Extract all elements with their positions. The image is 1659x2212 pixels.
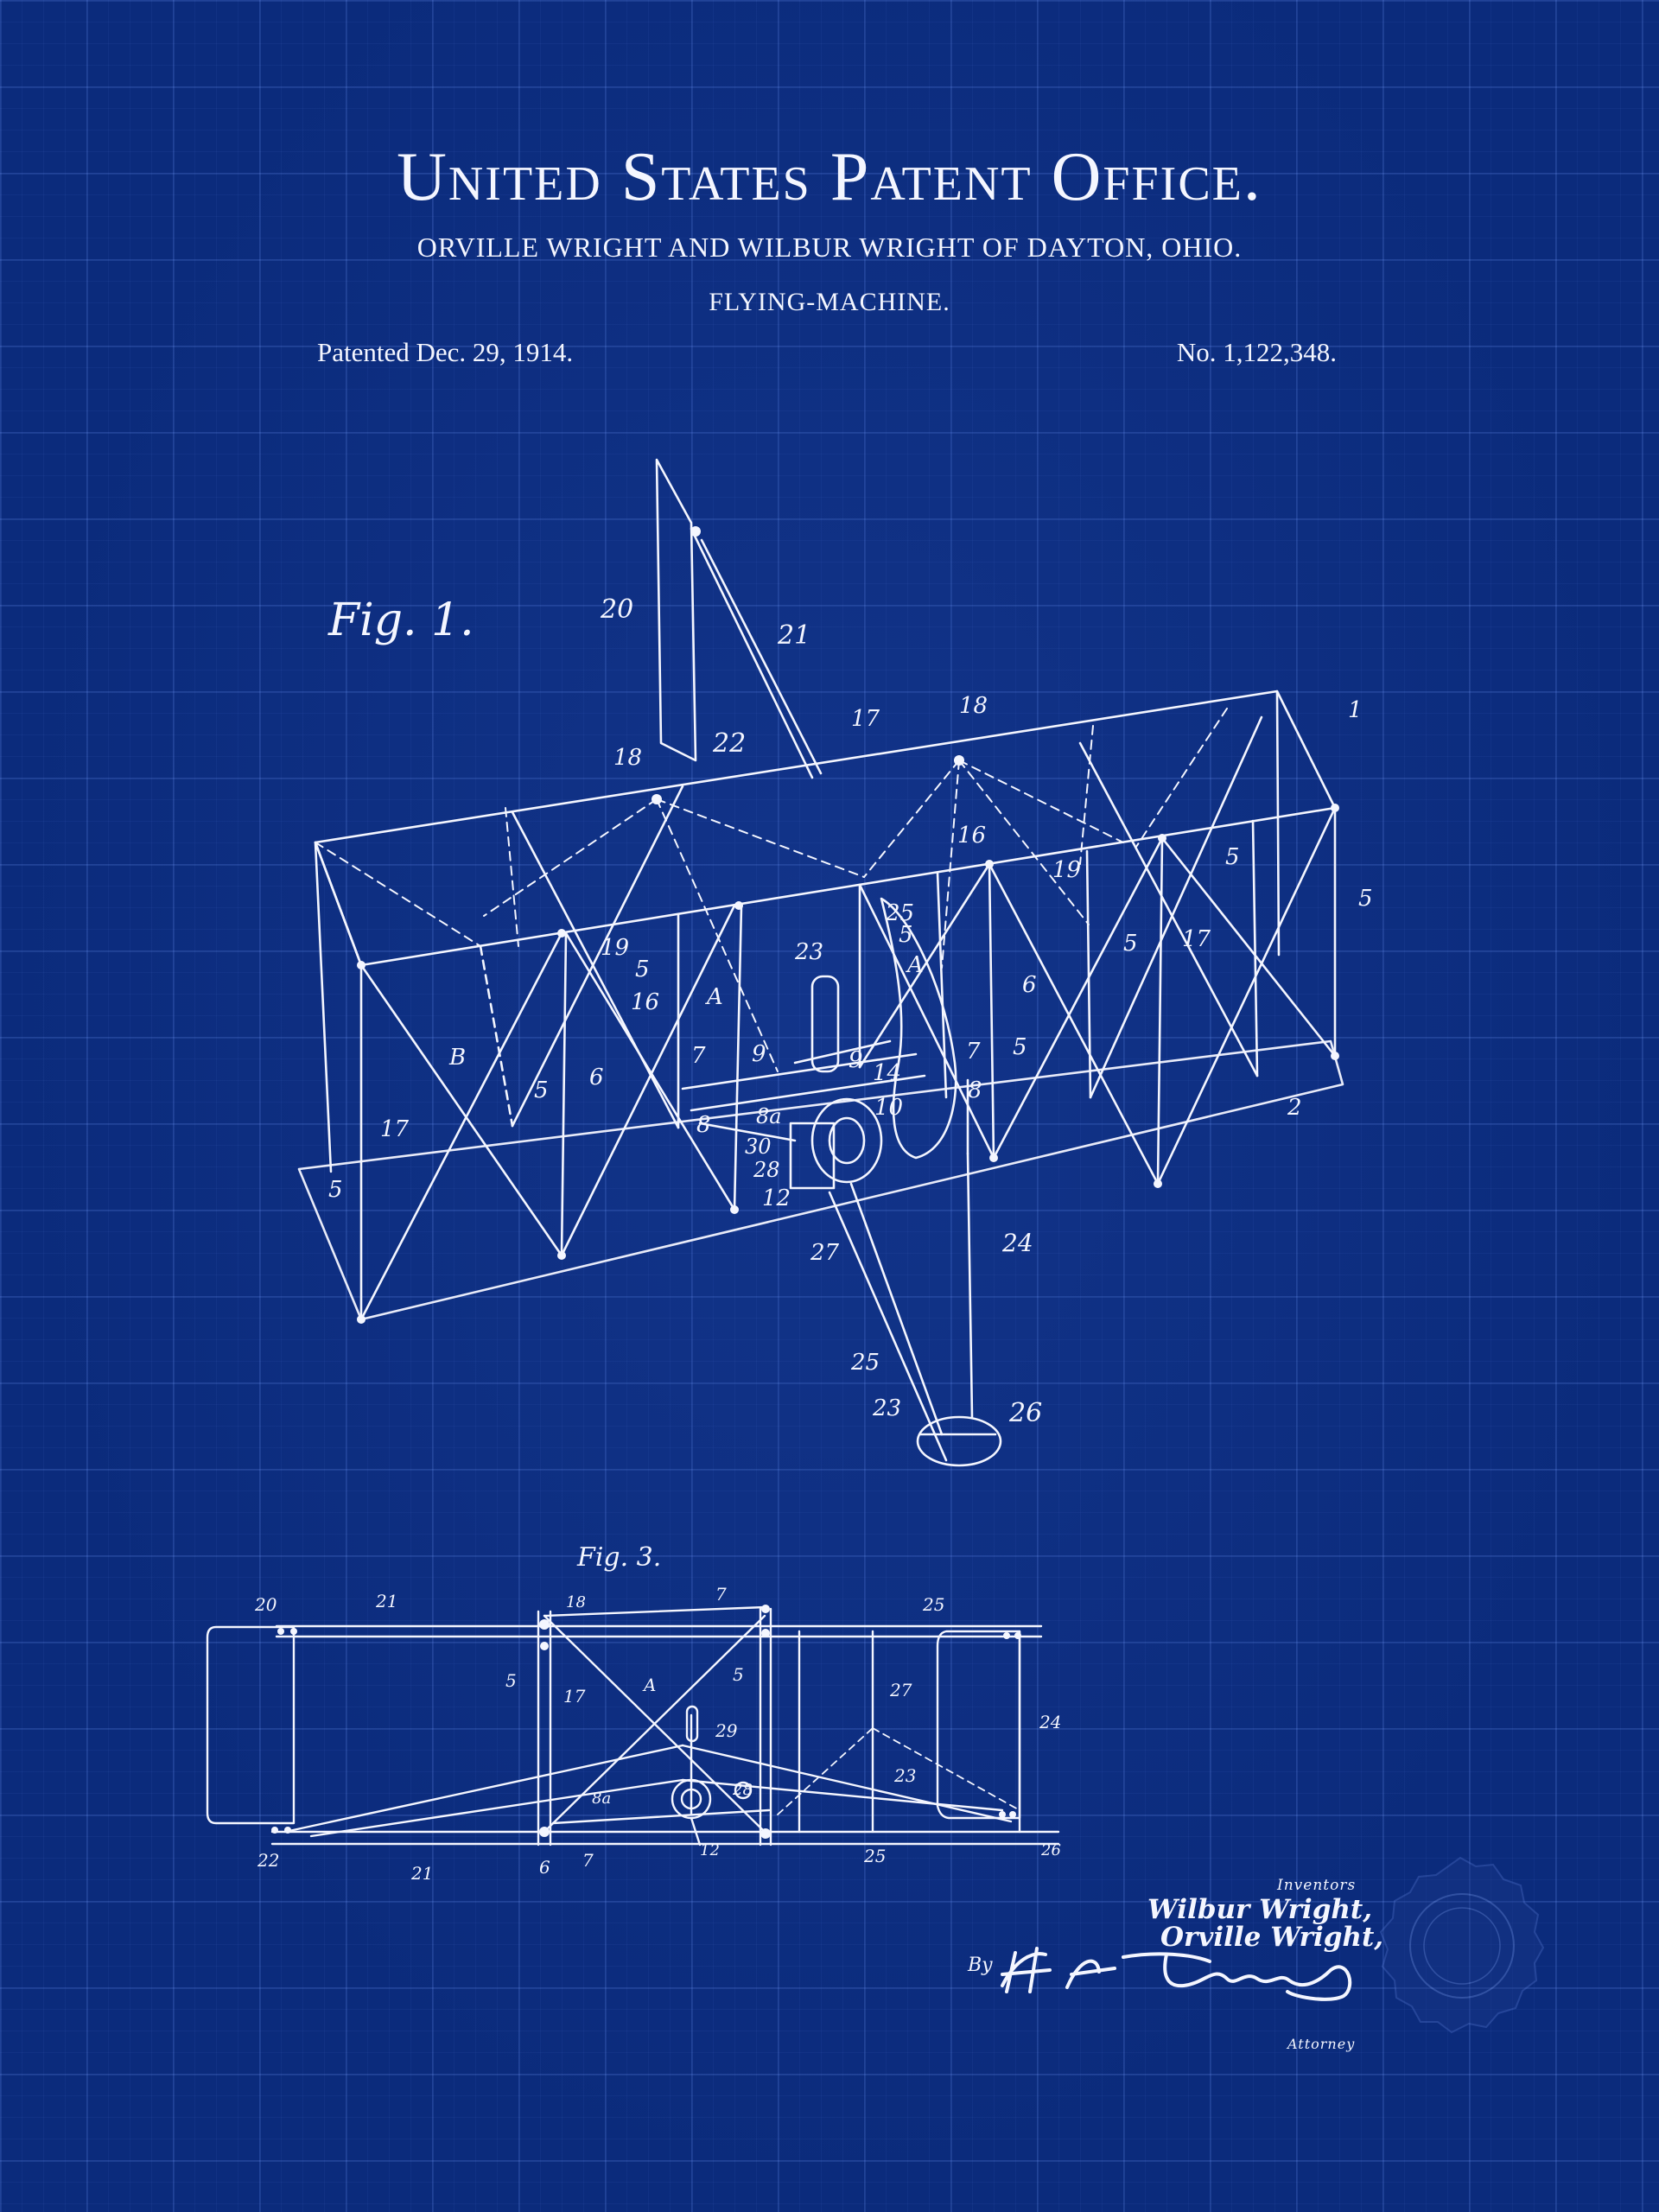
skid-end [916, 1415, 1002, 1467]
part-label: A [705, 984, 723, 1010]
part-label: 7 [966, 1039, 981, 1065]
part-label: A [906, 952, 924, 978]
part-label: 8a [592, 1789, 611, 1808]
part-label: 21 [777, 620, 810, 651]
part-label: 21 [410, 1863, 433, 1884]
part-label: 5 [733, 1664, 744, 1685]
part-label: 5 [505, 1670, 517, 1691]
part-label: 9 [752, 1041, 766, 1067]
part-label: 25 [850, 1350, 880, 1376]
part-label: 25 [863, 1846, 886, 1866]
lower-wing [297, 1039, 1344, 1321]
part-label: 5 [534, 1077, 549, 1103]
part-label: 5 [635, 957, 650, 982]
inventors-line: ORVILLE WRIGHT AND WILBUR WRIGHT OF DAYT… [416, 232, 1243, 263]
part-label: 7 [691, 1043, 706, 1069]
part-label: 8 [696, 1112, 711, 1138]
part-label: 28 [732, 1781, 753, 1799]
part-label: 18 [959, 693, 988, 719]
by-label: By [968, 1955, 993, 1976]
propeller [880, 897, 957, 1160]
part-label: 16 [631, 989, 659, 1015]
part-label: 7 [582, 1850, 594, 1871]
figure-1-caption: Fig. 1. [327, 594, 474, 646]
attorney-signature [1001, 1947, 1352, 2001]
figure-1-drawing [297, 458, 1344, 1467]
part-label: 12 [762, 1185, 791, 1211]
part-label: 26 [1008, 1398, 1042, 1428]
part-label: 14 [873, 1060, 901, 1086]
part-label: 23 [794, 939, 823, 965]
part-label: A [642, 1675, 656, 1695]
figure-3-drawing [206, 1605, 1060, 1847]
part-label: 27 [889, 1680, 912, 1700]
part-label: 28 [753, 1158, 780, 1182]
part-label: 18 [566, 1593, 586, 1611]
part-label: 5 [1225, 844, 1240, 870]
part-label: 5 [1013, 1034, 1027, 1060]
part-label: 6 [539, 1857, 550, 1878]
part-label: 21 [375, 1591, 397, 1611]
part-label: 2 [1287, 1095, 1302, 1121]
part-label: 19 [1052, 857, 1081, 883]
part-label: 24 [1001, 1229, 1033, 1257]
part-label: 8a [756, 1104, 782, 1128]
part-label: 16 [957, 823, 986, 849]
part-label: 27 [810, 1240, 840, 1266]
part-label: 23 [893, 1765, 916, 1786]
part-label: 22 [257, 1850, 279, 1871]
part-label: 20 [600, 594, 633, 625]
signature-orville: Orville Wright, [1160, 1922, 1384, 1953]
part-label: 30 [745, 1135, 772, 1159]
patent-date: Patented Dec. 29, 1914. [317, 337, 574, 367]
attorney-label: Attorney [1287, 2036, 1356, 2052]
part-label: 5 [1123, 931, 1138, 957]
part-label: 22 [712, 728, 746, 759]
part-label: 17 [851, 706, 880, 732]
part-label: 5 [1358, 886, 1373, 912]
part-label: 5 [328, 1177, 343, 1203]
part-label: 5 [899, 922, 913, 948]
upper-wing [314, 690, 1337, 967]
figure-1-annotations: Fig. 1. 1 2 5 5 5 5 5 5 5 5 6 6 7 7 8 8 … [327, 594, 1373, 1428]
part-label: 6 [589, 1065, 604, 1090]
part-label: 20 [254, 1594, 277, 1615]
part-label: 17 [563, 1686, 586, 1707]
notary-seal [1379, 1856, 1545, 2034]
part-label: 7 [715, 1584, 727, 1605]
patent-number: No. 1,122,348. [1176, 337, 1337, 367]
part-label: 10 [874, 1095, 903, 1121]
inventors-label: Inventors [1277, 1877, 1357, 1894]
part-label: B [448, 1045, 466, 1071]
part-label: 25 [922, 1594, 944, 1615]
part-label: 25 [885, 900, 914, 926]
part-label: 12 [700, 1841, 720, 1859]
part-label: 1 [1348, 697, 1363, 723]
rudder-outline [206, 1625, 296, 1825]
part-label: 8 [968, 1077, 982, 1103]
part-label: 19 [601, 935, 629, 961]
part-label: 18 [613, 745, 642, 771]
part-label: 23 [872, 1395, 901, 1421]
part-label: 29 [715, 1720, 738, 1741]
office-title: United States Patent Office. [397, 139, 1262, 215]
figure-3-caption: Fig. 3. [576, 1542, 661, 1573]
part-label: 24 [1039, 1712, 1061, 1732]
part-label: 9 [849, 1047, 863, 1073]
signature-wilbur: Wilbur Wright, [1147, 1894, 1373, 1925]
part-label: 26 [1040, 1841, 1061, 1859]
part-label: 17 [380, 1116, 410, 1142]
rudder [655, 458, 697, 762]
invention-title: FLYING-MACHINE. [709, 288, 950, 316]
part-label: 6 [1022, 972, 1037, 998]
figure-3-annotations: Fig. 3. 20 21 18 7 25 5 17 A 5 27 24 29 … [254, 1542, 1061, 1884]
part-label: 17 [1182, 926, 1211, 952]
